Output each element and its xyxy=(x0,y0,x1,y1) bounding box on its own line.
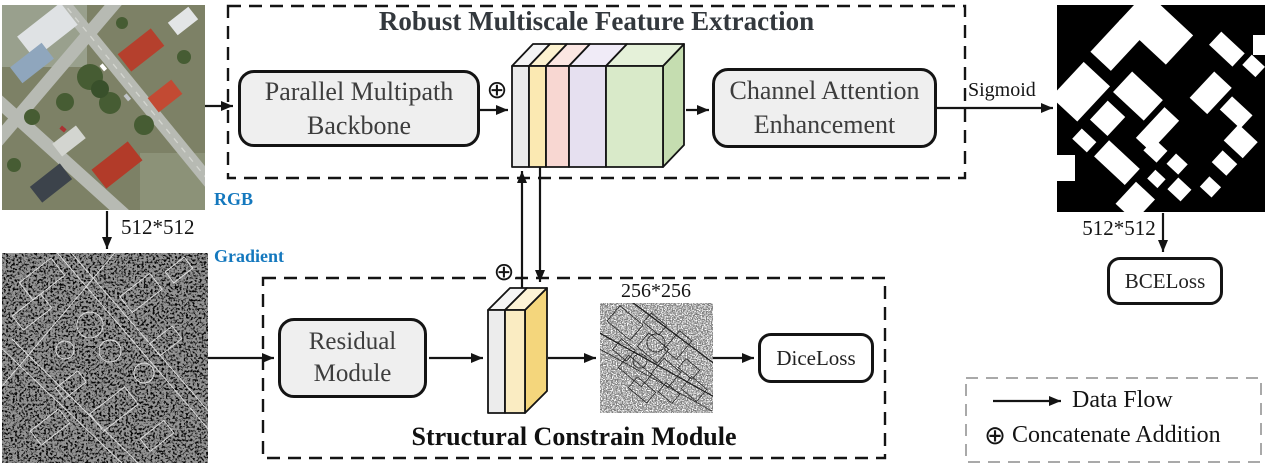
bottom-module-title: Structural Constrain Module xyxy=(411,422,737,451)
data-flow-arrows xyxy=(102,101,1168,406)
mask-size-label: 512*512 xyxy=(1082,216,1156,240)
structural-feature-stack xyxy=(487,287,548,414)
backbone-label-line1: Parallel Multipath xyxy=(264,76,454,106)
rgb-label: RGB xyxy=(214,189,254,209)
legend-frame xyxy=(965,377,1262,463)
mask-buildings xyxy=(1057,5,1265,212)
sigmoid-label: Sigmoid xyxy=(968,79,1036,101)
gradient-edges xyxy=(2,253,208,463)
aerial-trees xyxy=(7,17,191,172)
concatenate-icon: ⊕ xyxy=(982,423,1008,449)
channel-attention-enhancement-box: Channel Attention Enhancement xyxy=(712,68,937,148)
legend-data-flow-label: Data Flow xyxy=(1072,387,1173,413)
bottom-module-frame xyxy=(261,276,887,460)
multiscale-feature-stack xyxy=(511,43,685,168)
legend-concatenate-label: Concatenate Addition xyxy=(1012,422,1221,448)
residual-label-line1: Residual xyxy=(308,327,397,355)
bce-loss-label: BCELoss xyxy=(1124,268,1206,293)
top-module-title: Robust Multiscale Feature Extraction xyxy=(378,6,815,36)
edge-lines xyxy=(600,303,713,412)
dice-loss-label: DiceLoss xyxy=(776,345,856,370)
top-module-frame xyxy=(226,4,967,180)
rgb-aerial-image xyxy=(2,5,205,210)
residual-module-box: Residual Module xyxy=(278,318,427,398)
backbone-label-line2: Backbone xyxy=(307,110,411,140)
attention-label-line1: Channel Attention xyxy=(729,76,920,106)
edge-size-label: 256*256 xyxy=(621,280,691,302)
gradient-image xyxy=(2,253,208,463)
predicted-mask-image xyxy=(1057,5,1265,212)
bce-loss-box: BCELoss xyxy=(1107,257,1223,305)
aerial-cars xyxy=(59,63,132,133)
aerial-buildings xyxy=(10,5,199,203)
parallel-multipath-backbone-box: Parallel Multipath Backbone xyxy=(238,70,480,147)
gradient-noise xyxy=(2,253,208,463)
rgb-size-label: 512*512 xyxy=(121,215,195,239)
dice-loss-box: DiceLoss xyxy=(758,333,874,383)
attention-label-line2: Enhancement xyxy=(753,110,896,139)
concatenate-icon: ⊕ xyxy=(484,76,510,102)
residual-label-line2: Module xyxy=(313,360,392,387)
gradient-label: Gradient xyxy=(214,246,284,266)
concatenate-icon: ⊕ xyxy=(491,258,517,284)
edge-map-image xyxy=(600,303,713,413)
edge-noise xyxy=(600,303,713,413)
